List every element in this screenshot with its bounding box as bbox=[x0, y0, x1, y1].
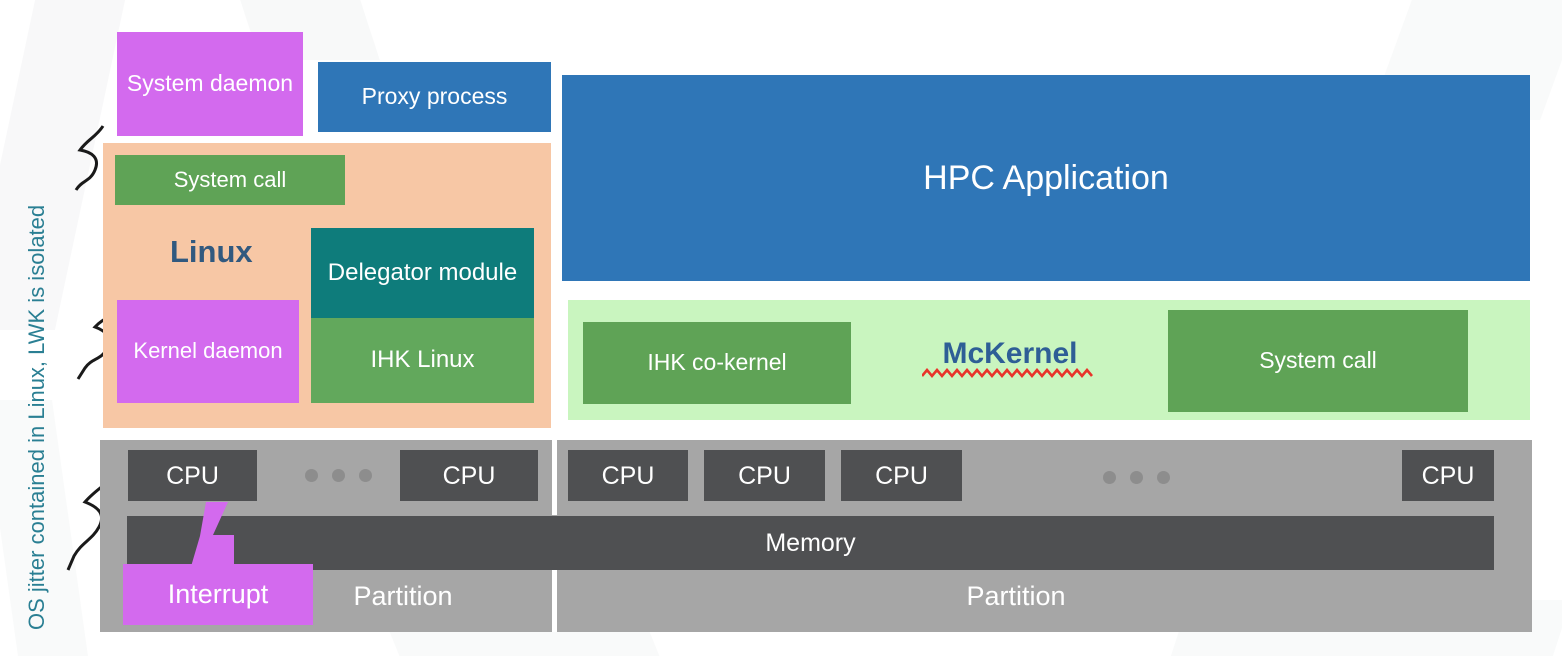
cpu-label: CPU bbox=[442, 461, 496, 490]
interrupt-label: Interrupt bbox=[167, 579, 269, 610]
partition-label-left: Partition bbox=[313, 572, 493, 620]
ihk-co-kernel-label: IHK co-kernel bbox=[647, 349, 787, 376]
memory-label: Memory bbox=[765, 529, 856, 557]
linux-panel-label: Linux bbox=[170, 234, 253, 269]
cpu-label: CPU bbox=[1421, 461, 1475, 490]
mckernel-label: McKernel bbox=[942, 337, 1078, 370]
partition-right-text: Partition bbox=[966, 580, 1066, 611]
cpu-ellipsis-left bbox=[305, 469, 372, 482]
mckernel-spellcheck-underline bbox=[922, 368, 1093, 379]
partition-left-text: Partition bbox=[353, 580, 453, 611]
cpu-label: CPU bbox=[166, 461, 219, 490]
ihk-linux-label: IHK Linux bbox=[370, 346, 475, 374]
cpu-label: CPU bbox=[601, 461, 655, 490]
mckernel-system-call-box[interactable]: System call bbox=[1168, 310, 1468, 412]
cpu-box[interactable]: CPU bbox=[400, 450, 538, 501]
mckernel-system-call-label: System call bbox=[1259, 347, 1377, 374]
memory-bar[interactable]: Memory bbox=[127, 516, 1494, 570]
hpc-application-label: HPC Application bbox=[923, 158, 1169, 197]
partition-separator-bottom bbox=[552, 562, 557, 632]
kernel-daemon-label: Kernel daemon bbox=[133, 338, 283, 364]
partition-label-right: Partition bbox=[926, 572, 1106, 620]
linux-system-call-label: System call bbox=[173, 166, 287, 192]
ihk-co-kernel-box[interactable]: IHK co-kernel bbox=[583, 322, 851, 404]
proxy-process-box[interactable]: Proxy process bbox=[318, 62, 551, 132]
kernel-daemon-box[interactable]: Kernel daemon bbox=[117, 300, 299, 403]
dot-icon bbox=[332, 469, 345, 482]
dot-icon bbox=[305, 469, 318, 482]
side-annotation-label: OS jitter contained in Linux, LWK is iso… bbox=[24, 204, 49, 630]
cpu-box[interactable]: CPU bbox=[1402, 450, 1494, 501]
dot-icon bbox=[1103, 471, 1116, 484]
system-daemon-box[interactable]: System daemon bbox=[117, 32, 303, 136]
cpu-label: CPU bbox=[875, 461, 928, 490]
dot-icon bbox=[1157, 471, 1170, 484]
cpu-box[interactable]: CPU bbox=[841, 450, 962, 501]
interrupt-callout[interactable]: Interrupt bbox=[123, 564, 313, 625]
ihk-linux-box[interactable]: IHK Linux bbox=[311, 318, 534, 403]
cpu-box[interactable]: CPU bbox=[128, 450, 257, 501]
linux-system-call-box[interactable]: System call bbox=[115, 155, 345, 205]
dot-icon bbox=[359, 469, 372, 482]
proxy-process-label: Proxy process bbox=[361, 83, 508, 110]
dot-icon bbox=[1130, 471, 1143, 484]
cpu-box[interactable]: CPU bbox=[568, 450, 688, 501]
hpc-application-box[interactable]: HPC Application bbox=[562, 75, 1530, 281]
cpu-box[interactable]: CPU bbox=[704, 450, 825, 501]
cpu-ellipsis-right bbox=[1103, 471, 1170, 484]
system-daemon-label: System daemon bbox=[126, 70, 294, 97]
delegator-module-label: Delegator module bbox=[327, 258, 518, 286]
partition-separator-top bbox=[552, 440, 557, 515]
cpu-label: CPU bbox=[738, 461, 791, 490]
delegator-module-box[interactable]: Delegator module bbox=[311, 228, 534, 318]
